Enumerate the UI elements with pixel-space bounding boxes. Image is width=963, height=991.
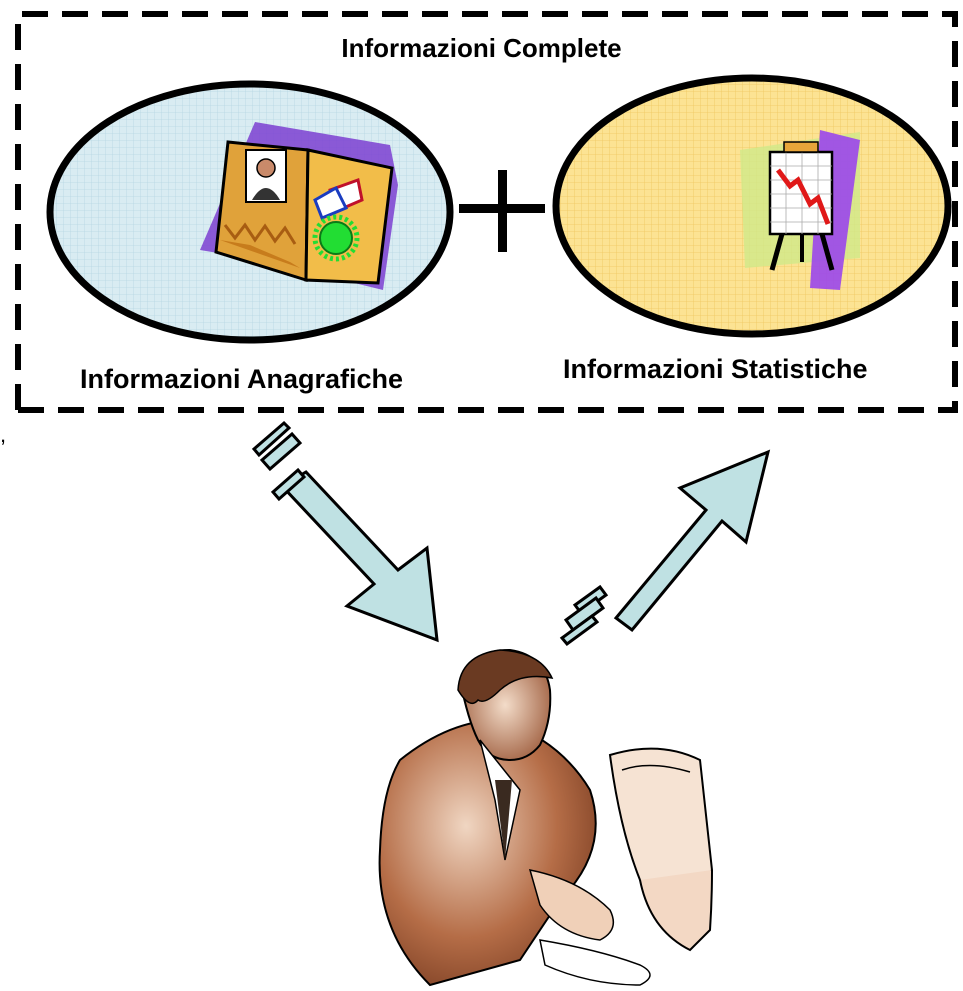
arrow-up-icon [559, 449, 771, 647]
chart-easel-icon [740, 130, 860, 290]
plus-operator-icon [459, 170, 545, 252]
info-statistiche-bubble [552, 74, 952, 338]
diagram-title: Informazioni Complete [341, 33, 622, 63]
dashed-group-border [15, 11, 958, 413]
address-book-icon [200, 122, 398, 290]
label-informazioni-statistiche: Informazioni Statistiche [563, 354, 868, 384]
label-informazioni-anagrafiche: Informazioni Anagrafiche [80, 364, 404, 394]
man-at-computer-icon [378, 648, 714, 987]
info-anagrafiche-bubble [46, 80, 454, 344]
arrow-down-icon [251, 420, 439, 643]
stray-comma-mark: , [0, 422, 7, 447]
